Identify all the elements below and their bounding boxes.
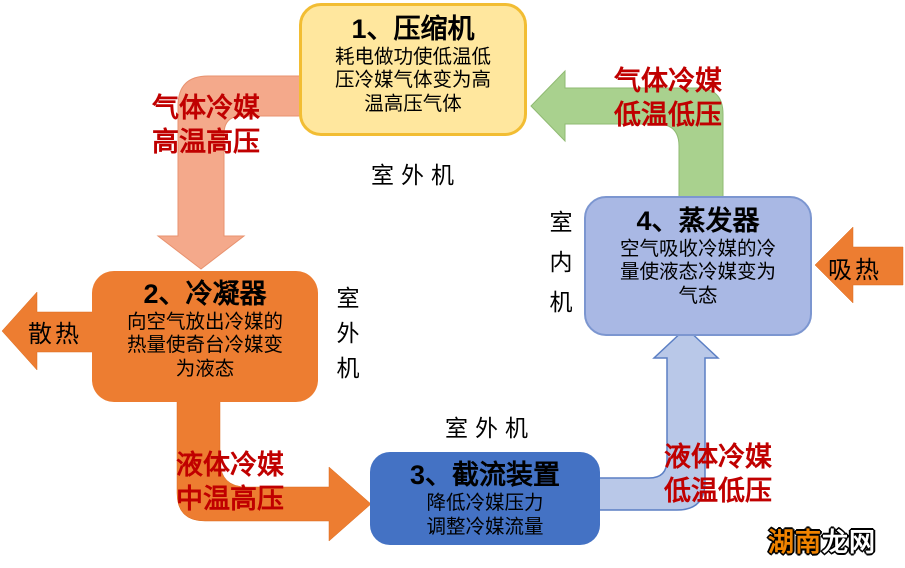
arrow-compressor-to-condenser [156, 75, 306, 270]
box-evaporator-body: 空气吸收冷媒的冷量使液态冷媒变为气态 [619, 238, 776, 307]
label-outdoor-unit-top: 室外机 [371, 163, 461, 188]
watermark-part1: 湖南 [768, 527, 823, 557]
label-absorb-heat: 吸热 [828, 258, 882, 284]
flow-label-gas-high-temp: 气体冷媒 高温高压 [136, 92, 276, 160]
box-evaporator: 4、蒸发器 空气吸收冷媒的冷量使液态冷媒变为气态 [584, 196, 812, 336]
label-dissipate-heat: 散热 [28, 322, 82, 348]
box-throttle: 3、截流装置 降低冷媒压力 调整冷媒流量 [370, 452, 600, 545]
watermark: 湖南龙网 [768, 522, 876, 559]
arrow-dissipate-heat [1, 291, 97, 371]
arrow-condenser-to-throttle [176, 395, 372, 542]
flow-label-liquid-low-temp: 液体冷媒 低温低压 [648, 441, 788, 509]
flow-label-line: 中温高压 [176, 483, 284, 514]
box-condenser: 2、冷凝器 向空气放出冷媒的热量使奇台冷媒变为液态 [92, 271, 318, 402]
flow-label-line: 液体冷媒 [664, 442, 772, 472]
flow-label-gas-low-temp: 气体冷媒 低温低压 [598, 65, 738, 133]
label-outdoor-unit-bottom: 室外机 [445, 416, 535, 441]
box-throttle-title: 3、截流装置 [409, 460, 561, 490]
flow-label-line: 高温高压 [152, 126, 260, 157]
arrow-evaporator-to-compressor [530, 69, 724, 201]
arrow-throttle-to-evaporator [591, 326, 720, 511]
watermark-part2: 龙网 [822, 527, 877, 557]
flow-label-line: 气体冷媒 [614, 66, 722, 96]
flow-label-liquid-mid-temp: 液体冷媒 中温高压 [160, 449, 300, 517]
label-outdoor-unit-right: 室外机 [333, 286, 358, 391]
flow-label-line: 低温低压 [664, 475, 772, 506]
arrow-absorb-heat [814, 226, 904, 304]
box-compressor-title: 1、压缩机 [351, 14, 475, 44]
flow-label-line: 液体冷媒 [176, 450, 284, 480]
box-throttle-body-line2: 调整冷媒流量 [426, 516, 544, 539]
flow-label-line: 气体冷媒 [152, 93, 260, 123]
box-compressor: 1、压缩机 耗电做功使低温低压冷媒气体变为高温高压气体 [299, 3, 527, 136]
box-compressor-body: 耗电做功使低温低压冷媒气体变为高温高压气体 [334, 46, 491, 115]
box-evaporator-title: 4、蒸发器 [636, 206, 760, 236]
box-throttle-body-line1: 降低冷媒压力 [426, 492, 544, 515]
flow-label-line: 低温低压 [614, 99, 722, 130]
box-condenser-title: 2、冷凝器 [143, 279, 267, 309]
box-condenser-body: 向空气放出冷媒的热量使奇台冷媒变为液态 [126, 311, 283, 380]
label-indoor-unit: 室内机 [546, 210, 571, 330]
